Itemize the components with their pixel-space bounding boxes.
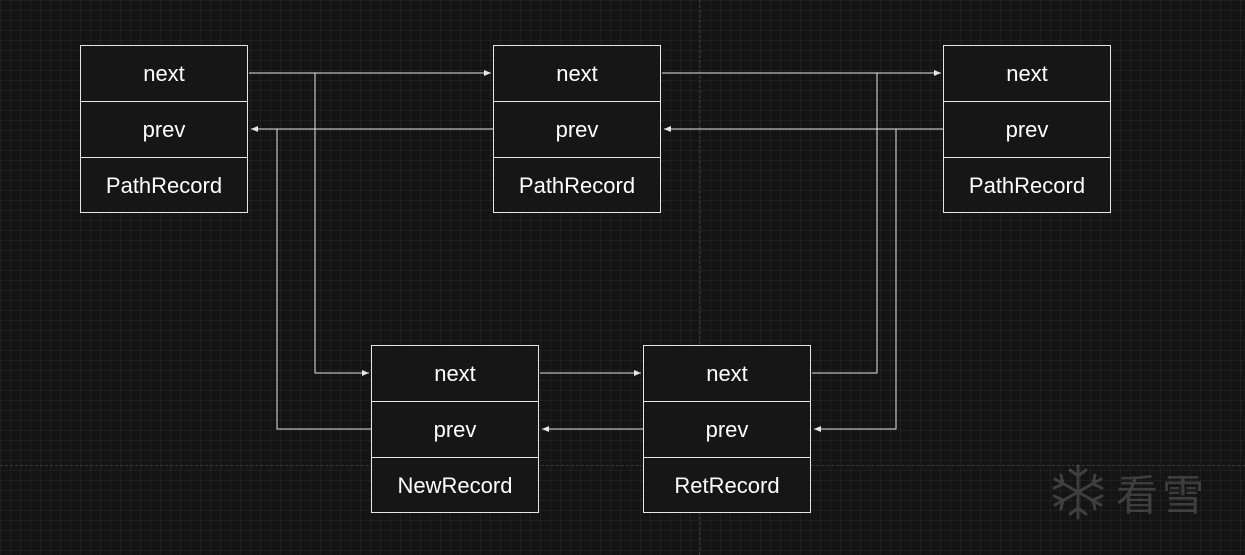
grid-major-line bbox=[699, 0, 700, 555]
next-field: next bbox=[944, 46, 1110, 102]
edge-prev-tr-to-br bbox=[814, 129, 897, 432]
record-field: PathRecord bbox=[105, 173, 223, 198]
record-field: RetRecord bbox=[674, 473, 780, 498]
grid-major-line bbox=[0, 465, 1245, 466]
node-top-middle[interactable]: next prev PathRecord bbox=[493, 45, 661, 213]
next-field: next bbox=[81, 46, 247, 102]
node-bottom-right[interactable]: next prev RetRecord bbox=[643, 345, 811, 513]
prev-field: prev bbox=[644, 402, 810, 458]
prev-field: prev bbox=[81, 102, 247, 158]
node-bottom-left[interactable]: next prev NewRecord bbox=[371, 345, 539, 513]
watermark-text: 看雪 bbox=[1116, 470, 1209, 520]
prev-field: prev bbox=[944, 102, 1110, 158]
record-field: PathRecord bbox=[518, 173, 636, 198]
record-field: NewRecord bbox=[397, 473, 513, 498]
snowflake-icon bbox=[1052, 464, 1104, 520]
prev-field: prev bbox=[494, 102, 660, 158]
node-top-right[interactable]: next prev PathRecord bbox=[943, 45, 1111, 213]
record-field: PathRecord bbox=[968, 173, 1086, 198]
edge-prev-bl-to-tl bbox=[276, 129, 371, 430]
prev-field: prev bbox=[372, 402, 538, 458]
next-field: next bbox=[644, 346, 810, 402]
watermark: 看雪 bbox=[1048, 462, 1208, 522]
next-field: next bbox=[494, 46, 660, 102]
node-top-left[interactable]: next prev PathRecord bbox=[80, 45, 248, 213]
next-field: next bbox=[372, 346, 538, 402]
edge-next-br-to-tr bbox=[812, 73, 878, 374]
edge-next-tl-to-bl bbox=[314, 73, 369, 376]
